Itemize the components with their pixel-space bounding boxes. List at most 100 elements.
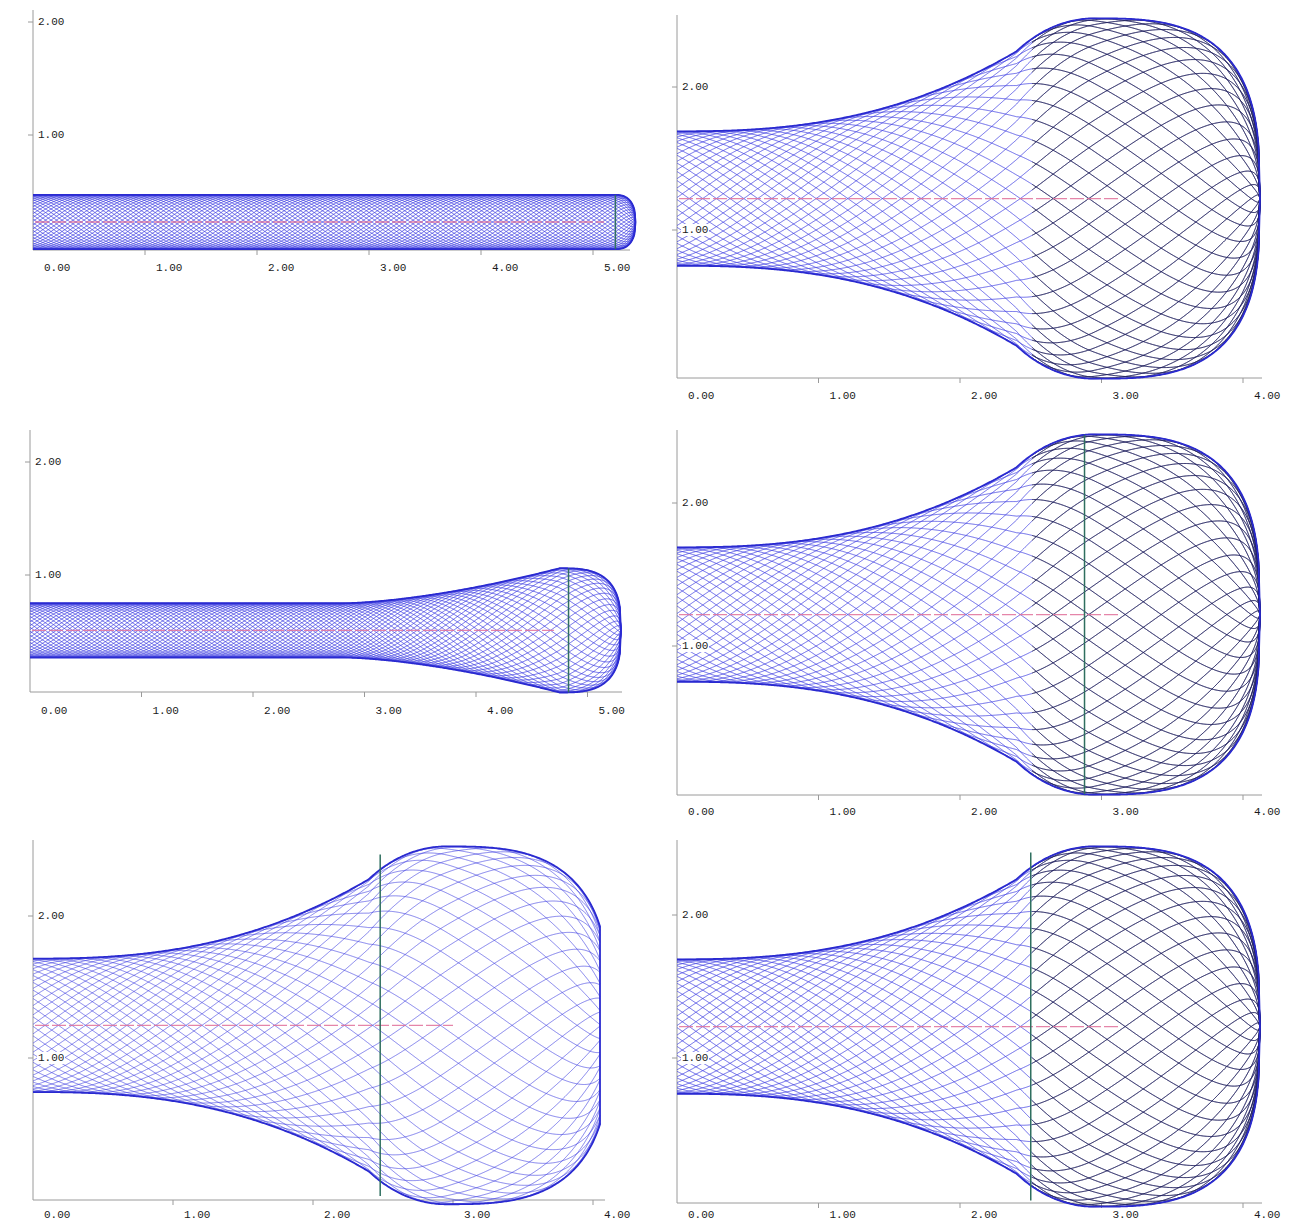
mesh-line [1032,1027,1260,1178]
mesh-line [1032,199,1260,379]
mesh-line [33,195,636,249]
mesh-line [33,195,636,249]
axis-tick [672,87,677,88]
mesh-line [1032,615,1260,766]
mesh-line [1032,47,1260,198]
mesh-line [677,190,1032,274]
mesh-line [1032,615,1260,795]
axis-tick [1101,795,1102,800]
mesh-line [677,564,1032,756]
mesh-line [33,195,636,249]
axis-tick-label: 2.00 [970,390,998,402]
axis-tick [593,250,594,255]
mesh-line [677,915,1032,1094]
mesh-line [1032,448,1260,614]
mesh-line [33,846,600,1092]
mesh-line [677,548,1032,774]
axis-tick [818,1203,819,1208]
mesh-line [677,991,1032,1142]
mesh-line [1032,615,1260,789]
mesh-line [677,539,1032,623]
mesh-line [677,499,1032,650]
mesh-line [677,976,1032,1168]
mesh-line [1032,489,1260,614]
mesh-line [33,195,636,249]
mesh-line [1032,516,1260,642]
mesh-line [1032,615,1260,793]
mesh-line [677,69,1032,242]
mesh-line [33,944,600,1102]
mesh-line [677,129,1032,273]
mesh-line [33,195,636,249]
mesh-line [1032,453,1260,614]
axes [25,430,622,697]
mesh-line [33,195,636,249]
axis-tick [28,916,33,917]
mesh-line [677,124,1032,268]
mesh-line [33,195,636,249]
mesh-line [1032,901,1260,1026]
axis-tick-label: 3.00 [379,262,407,274]
mesh-line [677,532,1032,613]
mesh-line [33,949,600,1107]
mesh-line [1032,1023,1260,1157]
axis-tick-label: 1.00 [681,1052,709,1064]
mesh-line [33,195,636,249]
mesh-line [33,976,600,1169]
mesh-line [33,959,600,1202]
axis-tick-label: 1.00 [37,129,65,141]
axis-tick [25,575,30,576]
mesh-line [677,888,1032,1094]
mesh-line [1032,1027,1260,1188]
mesh-line [1032,476,1260,615]
mesh-line [677,571,1032,744]
mesh-line [33,965,600,1190]
mesh-line [677,540,1032,684]
mesh-line [33,990,600,1139]
axis-tick [672,915,677,916]
mesh-line [33,195,636,249]
mesh-line [33,195,636,249]
mesh-line [677,597,1032,708]
axis-tick-label: 2.00 [263,705,291,717]
mesh-panel [672,430,1262,800]
mesh-line [33,195,636,249]
axis-tick-label: 5.00 [598,705,626,717]
mesh-line [30,600,621,692]
mesh-line [1032,60,1260,199]
mesh-line [1032,435,1260,615]
mesh-line [33,195,636,249]
tube-outline [677,18,1260,378]
mesh-line [33,195,636,249]
axis-tick [141,692,142,697]
mesh-line [1032,615,1260,781]
axis-tick [28,1058,33,1059]
mesh-line [677,616,1032,697]
mesh-line [677,867,1032,1093]
mesh-line [677,545,1032,689]
mesh-line [677,167,1032,271]
x-axis [677,795,1262,796]
mesh-line [33,882,600,1075]
mesh-line [1032,19,1260,199]
axes [28,10,630,255]
mesh-line [677,473,1032,665]
mesh-panel [672,840,1262,1208]
mesh-line [33,195,636,249]
axis-tick [28,22,33,23]
mesh-line [1032,860,1260,1026]
section-line [1084,435,1086,794]
axis-tick [481,250,482,255]
mesh-line [33,896,600,1068]
section-line [615,195,617,249]
mesh-line [33,195,636,249]
mesh-line [1032,1027,1260,1152]
mesh-line [33,195,636,249]
mesh-line [33,887,600,1096]
mesh-line [677,960,1032,1186]
mesh-line [33,195,636,249]
mesh-line [30,568,621,660]
mesh-line [1032,73,1260,198]
mesh-line [33,944,600,1102]
